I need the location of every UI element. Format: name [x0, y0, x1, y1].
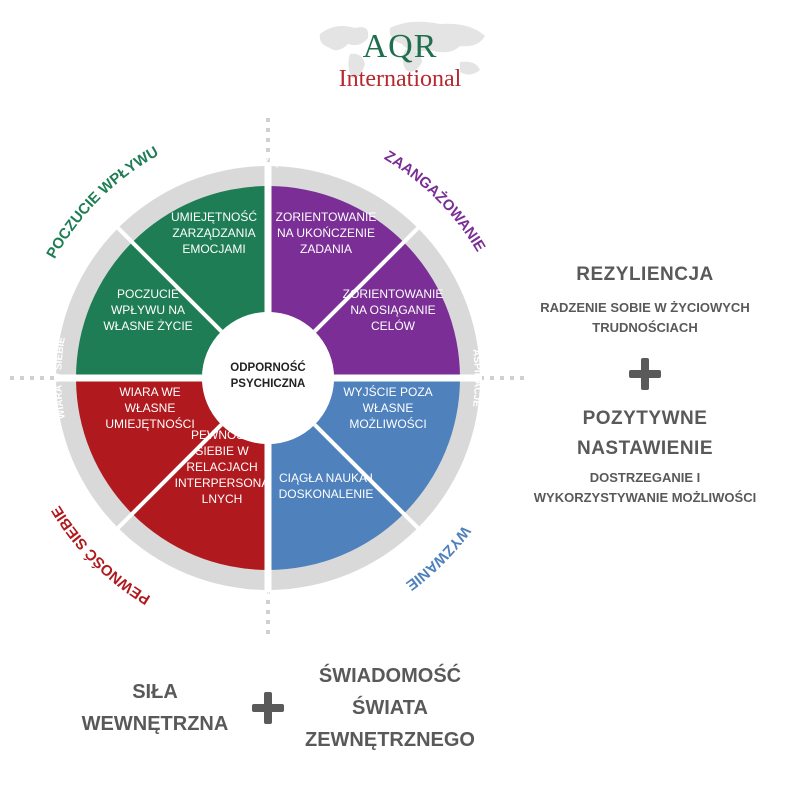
segment-label-interpersonal-line-2: SIEBIE W [195, 444, 249, 458]
ring-label-left: WIARA W SIEBIE [53, 336, 68, 420]
divider-diagonal-3 [313, 423, 420, 530]
world-awareness-line-3: ZEWNĘTRZNEGO [305, 729, 475, 751]
segment-label-goal-achievement-line-3: CELÓW [371, 318, 416, 333]
logo-subtitle: International [338, 66, 462, 92]
world-awareness-line-1: ŚWIADOMOŚĆ [318, 665, 462, 687]
ring-label-right: ASPIRACJE [470, 349, 483, 408]
divider-diagonal-1 [116, 226, 223, 333]
axis-dotted-lines [10, 118, 526, 640]
inner-strength-line-2: WEWNĘTRZNA [81, 713, 229, 735]
resilience-description-line-1: RADZENIE SOBIE W ŻYCIOWYCH [540, 300, 750, 315]
segment-label-learning-line-2: DOSKONALENIE [279, 487, 374, 501]
positive-attitude-description: DOSTRZEGANIE I WYKORZYSTYWANIE MOŻLIWOŚC… [510, 468, 780, 508]
plus-icon [629, 358, 661, 390]
inner-strength-label: SIŁA WEWNĘTRZNA [70, 676, 240, 740]
segment-label-goal-achievement-line-1: ZORIENTOWANIE [343, 287, 444, 301]
aqr-logo: AQR International [290, 14, 510, 92]
positive-attitude-line-1: POZYTYWNE [582, 408, 708, 429]
world-awareness-line-2: ŚWIATA [352, 697, 428, 719]
segment-own-abilities [76, 378, 222, 514]
segment-label-life-influence-line-1: POCZUCIE [117, 287, 179, 301]
inner-strength-line-1: SIŁA [132, 681, 178, 703]
segment-learning [268, 424, 404, 570]
resilience-heading: REZYLIENCJA [576, 264, 714, 285]
segment-label-life-influence-line-2: WPŁYWU NA [111, 303, 185, 317]
segment-label-emotions-line-2: ZARZĄDZANIA [172, 226, 255, 240]
center-circle [202, 312, 334, 444]
segment-task-completion [268, 186, 404, 332]
positive-attitude-description-line-1: DOSTRZEGANIE I [589, 470, 701, 485]
segment-label-task-completion-line-2: NA UKOŃCZENIE [277, 225, 375, 240]
center-label-line-2: PSYCHICZNA [231, 378, 306, 390]
logo-brand: AQR [362, 28, 438, 65]
segment-label-emotions-line-3: EMOCJAMI [182, 242, 245, 256]
plus-icon [252, 692, 284, 724]
ring-label-bottom: ZOBOWIĄZANIE [228, 587, 307, 601]
positive-attitude-heading: POZYTYWNE NASTAWIENIE [520, 404, 770, 464]
segment-label-own-abilities-line-3: UMIEJĘTNOŚCI [105, 416, 194, 431]
positive-attitude-line-2: NASTAWIENIE [576, 438, 714, 459]
segment-life-influence [76, 242, 222, 378]
segment-label-emotions-line-1: UMIEJĘTNOŚĆ [171, 209, 257, 224]
segment-goal-achievement [314, 242, 460, 378]
divider-diagonal-4 [116, 423, 223, 530]
ring-label-top: ZAWZIĘCIE [240, 157, 296, 170]
segment-label-beyond-abilities-line-1: WYJŚCIE POZA [343, 384, 432, 399]
segment-label-life-influence-line-3: WŁASNE ŻYCIE [103, 319, 192, 333]
segment-emotions [132, 186, 268, 332]
segment-label-task-completion-line-3: ZADANIA [300, 242, 352, 256]
segment-label-goal-achievement-line-2: NA OSIĄGANIE [350, 303, 435, 317]
segment-label-own-abilities-line-2: WŁASNE [125, 401, 176, 415]
resilience-description-line-2: TRUDNOŚCIACH [592, 320, 698, 335]
segment-beyond-abilities [314, 378, 460, 514]
quadrant-label-challenge: WYZWANIE [403, 523, 474, 594]
segment-interpersonal [132, 424, 268, 570]
segment-label-own-abilities-line-1: WIARA WE [119, 385, 180, 399]
segment-label-learning-line-1: CIĄGŁA NAUKA I [279, 471, 373, 485]
center-label-line-1: ODPORNOŚĆ [230, 361, 305, 374]
segment-label-interpersonal-line-5: LNYCH [202, 492, 243, 506]
segment-label-beyond-abilities-line-3: MOŻLIWOŚCI [349, 416, 426, 431]
resilience-description: RADZENIE SOBIE W ŻYCIOWYCH TRUDNOŚCIACH [520, 298, 770, 338]
positive-attitude-description-line-2: WYKORZYSTYWANIE MOŻLIWOŚCI [533, 490, 757, 505]
world-awareness-label: ŚWIADOMOŚĆ ŚWIATA ZEWNĘTRZNEGO [290, 660, 490, 756]
world-map-icon [319, 21, 485, 79]
divider-diagonal-2 [313, 226, 420, 333]
segment-label-interpersonal-line-3: RELACJACH [186, 460, 257, 474]
segment-label-beyond-abilities-line-2: WŁASNE [363, 401, 414, 415]
segment-label-task-completion-line-1: ZORIENTOWANIE [276, 210, 377, 224]
segment-label-interpersonal-line-4: INTERPERSONA [175, 476, 270, 490]
